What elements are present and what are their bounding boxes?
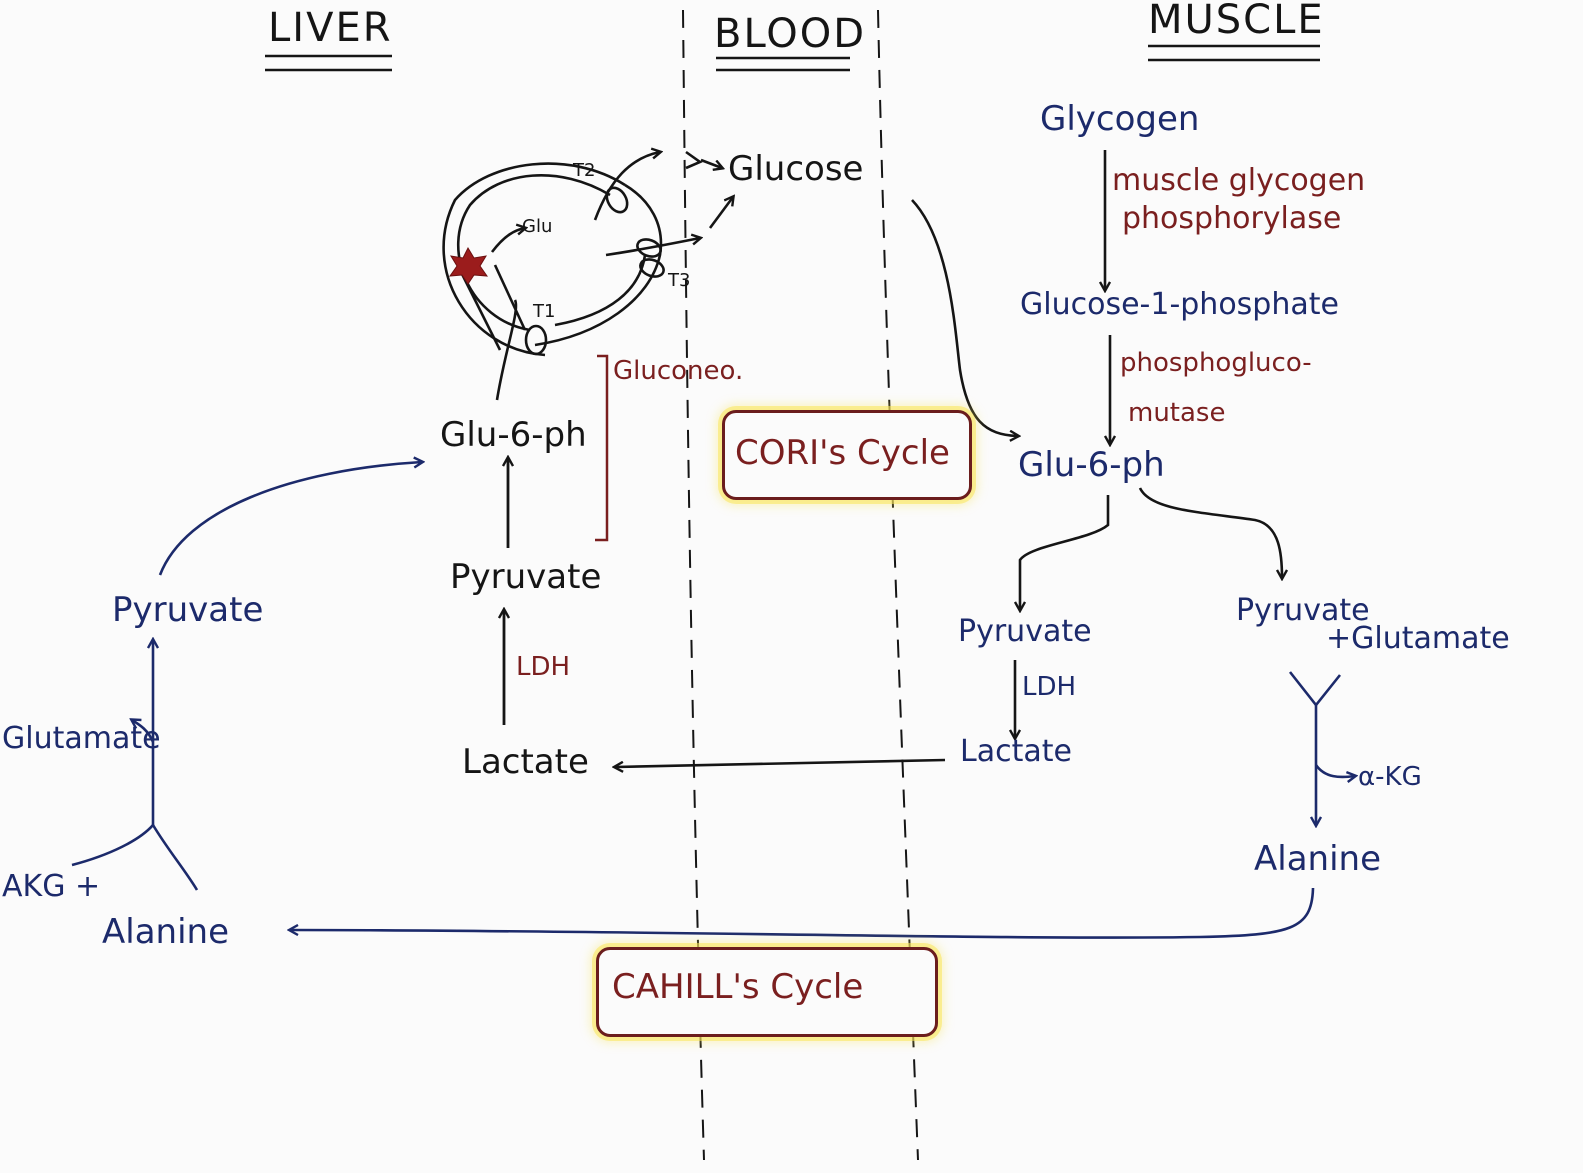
phosphoglucomutase-label-2: mutase — [1128, 398, 1226, 428]
cahill-liver-alanine-label: Alanine — [102, 912, 230, 952]
muscle-arrows — [1015, 150, 1282, 738]
blood-glucose-label: Glucose — [728, 149, 864, 189]
gluconeogenesis-label: Gluconeo. — [613, 356, 744, 386]
muscle-ldh-label: LDH — [1022, 672, 1077, 702]
liver-column-header: LIVER — [268, 5, 393, 51]
muscle-column-header: MUSCLE — [1148, 0, 1325, 43]
muscle-glu6ph-label: Glu-6-ph — [1018, 445, 1165, 485]
transporter-t1-label: T1 — [533, 301, 556, 322]
glucose-1-phosphate-label: Glucose-1-phosphate — [1020, 287, 1339, 322]
cahill-cycle-box — [596, 947, 938, 1037]
cahill-liver-pyruvate-label: Pyruvate — [112, 590, 264, 630]
cahill-cycle-label: CAHILL's Cycle — [612, 967, 864, 1007]
cahill-liver-akg-label: AKG + — [2, 869, 101, 904]
liver-pyruvate-label: Pyruvate — [450, 557, 602, 597]
blood-dividers — [682, 9, 919, 1161]
muscle-pyruvate-cahill-label: Pyruvate — [1236, 593, 1370, 628]
transporter-t3-label: T3 — [668, 270, 691, 291]
liver-arrows — [504, 458, 508, 725]
liver-transamination — [71, 462, 422, 891]
muscle-transamination — [1288, 671, 1355, 825]
muscle-lactate-label: Lactate — [960, 734, 1072, 769]
gluconeo-bracket — [595, 354, 609, 542]
cori-cycle-label: CORI's Cycle — [735, 433, 950, 473]
muscle-glutamate-label: +Glutamate — [1326, 621, 1510, 656]
hepatocyte-icon — [442, 152, 733, 401]
muscle-glycogen-label: Glycogen — [1040, 99, 1200, 139]
liver-ldh-label: LDH — [516, 652, 571, 682]
blood-column-header: BLOOD — [714, 11, 867, 57]
enzyme-star-icon — [448, 246, 489, 285]
liver-glu6ph-label: Glu-6-ph — [440, 415, 587, 455]
liver-lactate-label: Lactate — [462, 742, 589, 782]
glycogen-phosphorylase-label-2: phosphorylase — [1122, 201, 1342, 236]
glucose-to-muscle-arrow — [911, 199, 1018, 436]
alanine-transfer-arrow — [290, 887, 1315, 939]
liver-glu-label: Glu — [522, 216, 553, 237]
cahill-liver-glutamate-label: Glutamate — [2, 721, 161, 756]
lactate-transfer-arrow — [615, 758, 946, 767]
glycogen-phosphorylase-label-1: muscle glycogen — [1112, 163, 1366, 198]
phosphoglucomutase-label-1: phosphogluco- — [1120, 348, 1312, 378]
muscle-akg-label: α-KG — [1358, 762, 1422, 792]
header-underlines — [265, 44, 1320, 72]
cori-cycle-box — [722, 410, 972, 500]
muscle-alanine-label: Alanine — [1254, 839, 1382, 879]
muscle-pyruvate-label: Pyruvate — [958, 614, 1092, 649]
transporter-t2-label: T2 — [573, 160, 596, 181]
